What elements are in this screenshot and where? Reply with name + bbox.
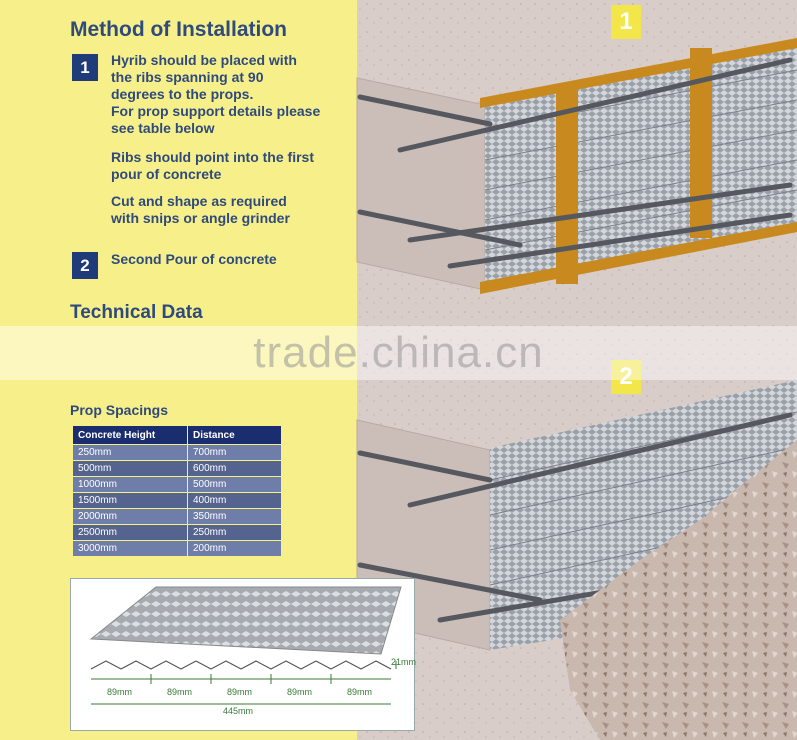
cell-height: 2000mm (72, 508, 188, 525)
cell-distance: 350mm (187, 508, 282, 525)
pitch-label: 89mm (347, 687, 373, 697)
total-width-label: 445mm (223, 706, 254, 716)
watermark-band (0, 326, 797, 380)
step-1-para-3: Cut and shape as required with snips or … (111, 193, 290, 226)
column-header: Distance (187, 425, 282, 445)
watermark: trade.china.cn (253, 328, 544, 377)
step-1-para-1: Hyrib should be placed with the ribs spa… (111, 52, 321, 136)
cell-distance: 600mm (187, 460, 282, 477)
cell-height: 3000mm (72, 540, 188, 557)
pitch-label: 89mm (227, 687, 253, 697)
step-1-para-2: Ribs should point into the first pour of… (111, 149, 314, 182)
technical-heading: Technical Data (70, 302, 203, 323)
cell-distance: 400mm (187, 492, 282, 509)
cell-height: 250mm (72, 444, 188, 461)
cell-distance: 500mm (187, 476, 282, 493)
cell-height: 1500mm (72, 492, 188, 509)
profile-drawing: 21mm 89mm 89mm 89mm 89mm 89mm 445mm (70, 578, 417, 731)
step-1-number: 1 (72, 54, 98, 81)
pitch-label: 89mm (167, 687, 193, 697)
cell-distance: 250mm (187, 524, 282, 541)
step2-badge-label: 2 (611, 360, 641, 394)
profile-sheet-illustration (89, 586, 402, 705)
step-2-number: 2 (72, 252, 98, 279)
cell-distance: 200mm (187, 540, 282, 557)
step-2-para-1: Second Pour of concrete (111, 251, 277, 267)
cell-distance: 700mm (187, 444, 282, 461)
cell-height: 1000mm (72, 476, 188, 493)
rib-height-label: 21mm (391, 657, 417, 667)
column-header: Concrete Height (72, 425, 188, 445)
pitch-label: 89mm (107, 687, 133, 697)
prop-spacings-title: Prop Spacings (70, 402, 169, 418)
cell-height: 500mm (72, 460, 188, 477)
table-header-row: Concrete Height Distance (72, 425, 282, 445)
cell-height: 2500mm (72, 524, 188, 541)
pitch-label: 89mm (287, 687, 313, 697)
installation-heading: Method of Installation (70, 18, 287, 41)
step1-badge-label: 1 (611, 5, 641, 39)
